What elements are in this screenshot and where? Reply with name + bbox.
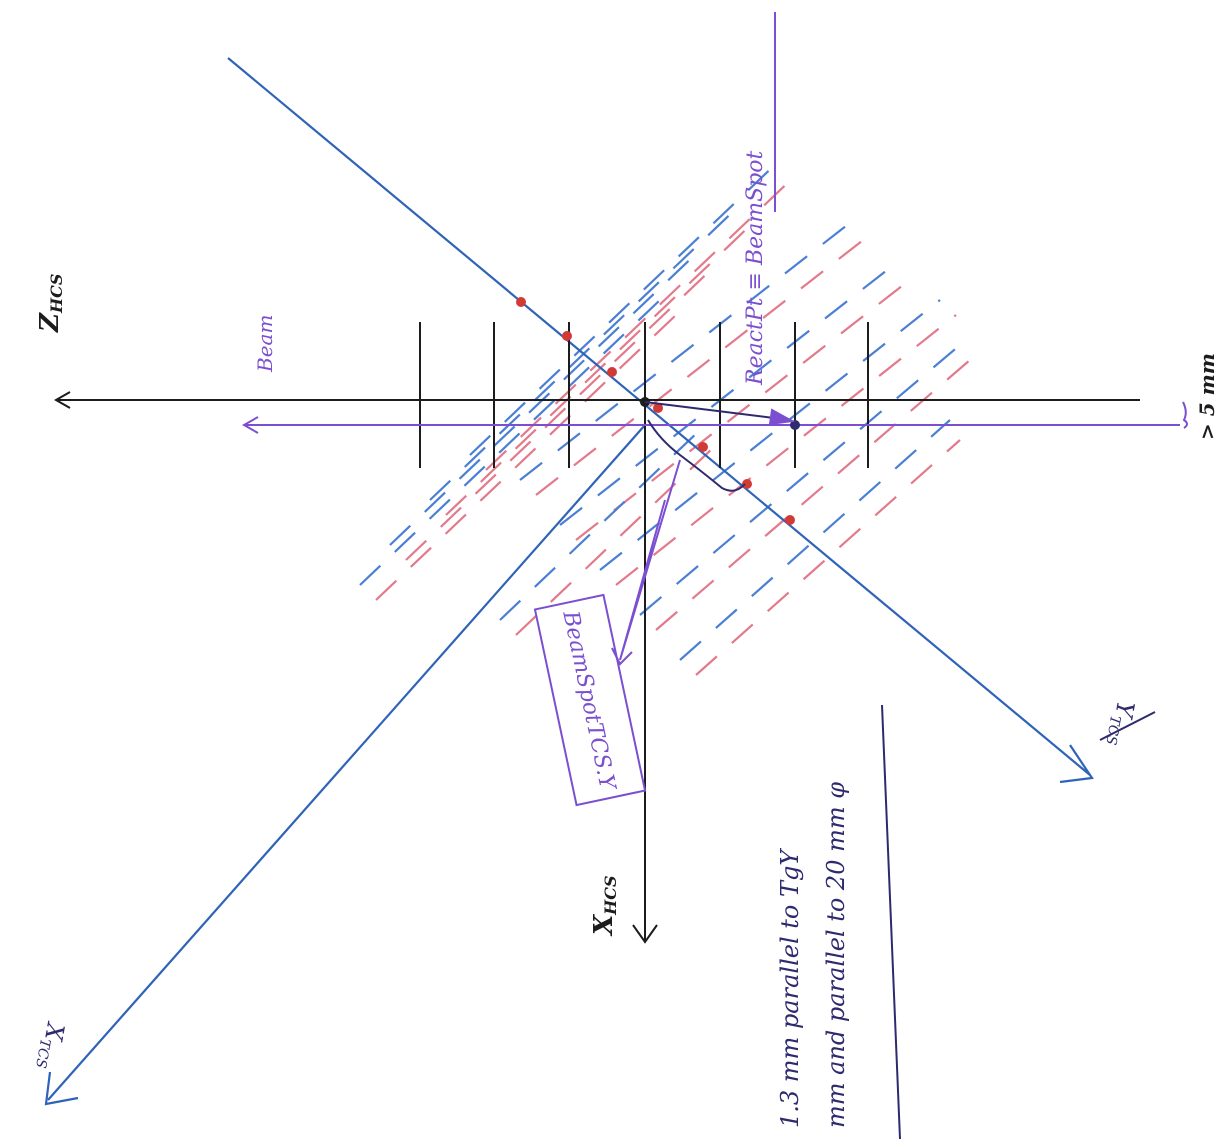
svg-text:> 5 mm: > 5 mm	[1195, 353, 1219, 440]
marker-dot	[562, 331, 572, 341]
hcs-axes	[53, 322, 1140, 944]
x-hcs-label: XHCS	[589, 875, 620, 937]
svg-text:Beam: Beam	[253, 315, 277, 373]
marker-dot	[742, 479, 752, 489]
y-tcs-label-tick	[1099, 711, 1156, 741]
y-tcs-arrowhead	[1059, 744, 1094, 784]
marker-dot	[698, 442, 708, 452]
callout-arrow	[611, 459, 681, 666]
x-tcs-axis	[47, 424, 646, 1101]
svg-text:XHCS: XHCS	[589, 875, 620, 937]
notes: 1.3 mm parallel to TgY mm and parallel t…	[776, 782, 850, 1128]
offset-label: > 5 mm	[1195, 353, 1219, 440]
z-hcs-arrowhead	[53, 391, 71, 409]
hatch-dashes	[359, 159, 971, 676]
svg-text:ZHCS: ZHCS	[35, 274, 66, 333]
svg-text:YTCS: YTCS	[1102, 699, 1139, 749]
beam-line	[241, 401, 1188, 434]
svg-text:ReactPt ≡ BeamSpot: ReactPt ≡ BeamSpot	[743, 151, 768, 386]
beam-spot-point	[790, 420, 800, 430]
svg-text:XTCS: XTCS	[32, 1019, 70, 1072]
x-tcs-label: XTCS	[32, 1019, 70, 1072]
react-point-label: ReactPt ≡ BeamSpot	[743, 151, 768, 386]
z-hcs-label: ZHCS	[35, 274, 66, 333]
red-markers	[516, 297, 795, 525]
x-tcs-arrowhead	[44, 1071, 79, 1106]
marker-dot	[785, 515, 795, 525]
marker-dot	[607, 367, 617, 377]
marker-dot	[653, 403, 663, 413]
notes-divider	[881, 704, 901, 1139]
marker-dot	[516, 297, 526, 307]
y-tcs-axis	[227, 57, 1091, 776]
beam-label: Beam	[253, 315, 277, 373]
y-tcs-label: YTCS	[1102, 699, 1139, 749]
x-hcs-arrowhead	[632, 924, 658, 944]
react-point-vector	[644, 401, 796, 426]
note-line-1: 1.3 mm parallel to TgY	[776, 848, 804, 1128]
beamspot-box-text: BeamSpotTCS.Y	[557, 608, 620, 794]
note-line-2: mm and parallel to 20 mm φ	[822, 782, 850, 1128]
angle-brace	[647, 419, 746, 492]
tcs-axes	[44, 57, 1094, 1106]
